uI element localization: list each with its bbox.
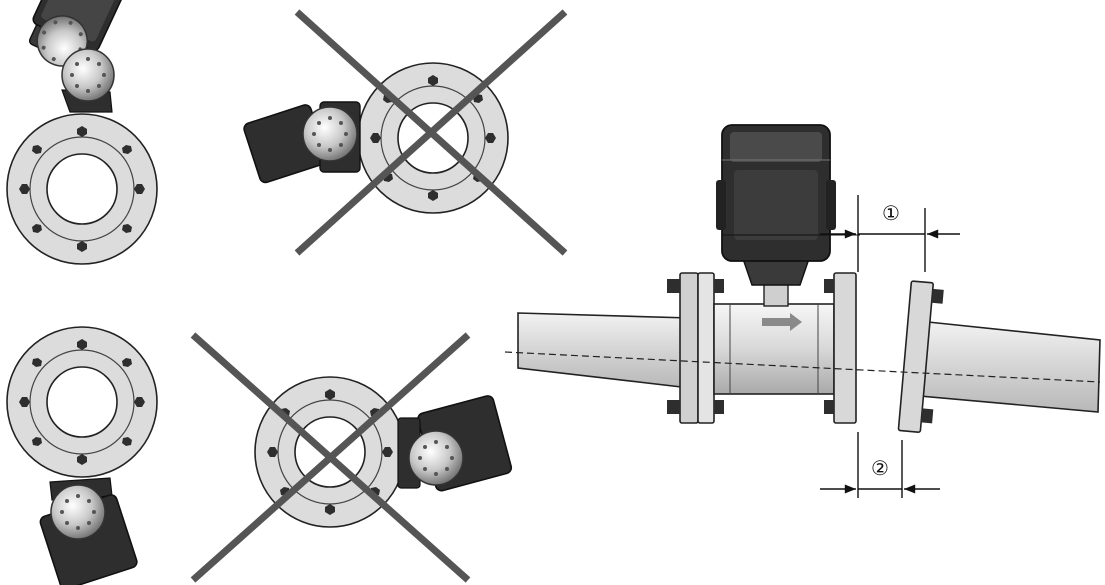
side-view-assembly: ① ②	[504, 124, 1101, 498]
dimension-1	[820, 195, 960, 272]
cross-mark-top	[294, 9, 568, 256]
meter-body	[713, 303, 835, 395]
flange-wrong-side	[243, 9, 568, 256]
flange-correct-bottom	[6, 326, 158, 585]
pipe-centerline	[504, 351, 1101, 383]
outlet-pipe	[919, 321, 1101, 413]
flange-face-bottom-left	[6, 326, 158, 478]
flow-arrow-icon	[762, 313, 802, 331]
callout-1-label: ①	[882, 201, 900, 225]
callout-2-label: ②	[871, 456, 889, 480]
inlet-flange	[667, 272, 724, 424]
flange-wrong-side-bottom	[190, 332, 513, 583]
meter-outlet-flange	[824, 272, 857, 424]
flange-correct-top	[6, 0, 158, 265]
cross-mark-bottom	[190, 332, 471, 583]
flange-face-top-left	[6, 113, 158, 265]
inlet-pipe	[517, 312, 691, 389]
misaligned-counter-flange	[897, 280, 944, 433]
dimension-2	[820, 432, 940, 498]
